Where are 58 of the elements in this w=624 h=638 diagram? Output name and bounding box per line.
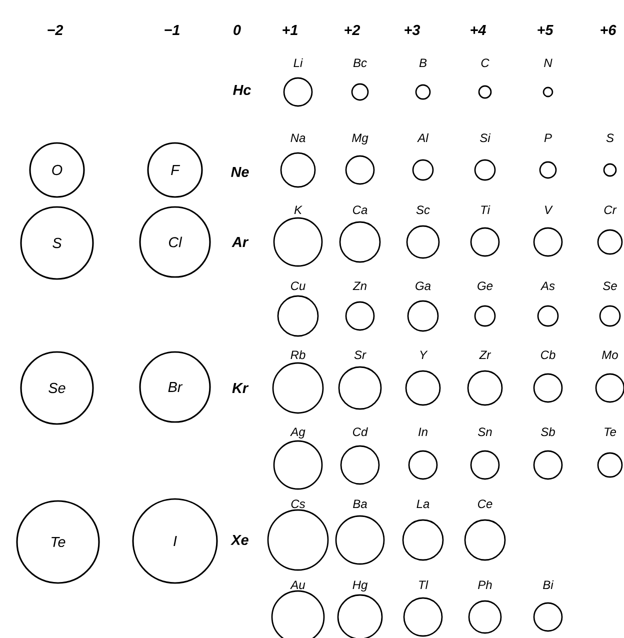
charge-heading: +4 xyxy=(470,25,486,35)
node-label: Ca xyxy=(352,206,368,214)
node-label: Ga xyxy=(416,282,431,290)
node-label: Se xyxy=(602,282,617,290)
node-label: Cb xyxy=(540,350,556,360)
node-label: In xyxy=(418,428,428,436)
node-label: Hg xyxy=(352,580,368,592)
node-label: Y xyxy=(420,350,428,360)
charge-heading: 0 xyxy=(234,24,241,36)
node-label: Zn xyxy=(352,282,366,290)
node-label: Ph xyxy=(478,580,492,589)
node-label: Al xyxy=(417,133,429,142)
node-label: Zr xyxy=(479,350,492,360)
node-label: La xyxy=(416,500,430,508)
node-label: V xyxy=(545,206,553,214)
node-label: Cd xyxy=(352,427,368,436)
node-label: Ce xyxy=(478,500,492,508)
charge-heading: +3 xyxy=(404,24,420,36)
node-label: Cr xyxy=(604,206,617,214)
element-label: Ne xyxy=(231,166,249,178)
element-label: Xe xyxy=(230,534,248,546)
node-label: Li xyxy=(294,58,303,68)
element-label: Hc xyxy=(233,84,251,96)
node-label: Ag xyxy=(290,428,306,438)
charge-heading: +6 xyxy=(600,24,616,36)
node-label: Sr xyxy=(354,350,366,360)
node-label: Ba xyxy=(353,500,367,508)
node-label: C xyxy=(481,58,490,68)
node-label: Bi xyxy=(543,580,554,589)
node-label: Sn xyxy=(478,428,492,436)
node-label: Si xyxy=(480,133,491,142)
node-label: P xyxy=(544,134,552,142)
node-label: As xyxy=(540,282,555,290)
charge-heading: −1 xyxy=(164,25,180,35)
node-label: K xyxy=(294,206,302,214)
element-label: Kr xyxy=(232,383,249,393)
node-label: Ti xyxy=(481,205,490,214)
charge-heading: +2 xyxy=(344,24,360,36)
element-label: Ar xyxy=(232,237,249,247)
node-label: Bc xyxy=(353,58,367,68)
charge-heading: +5 xyxy=(538,24,554,36)
node-label: Tl xyxy=(419,580,428,589)
node-label: Ge xyxy=(478,282,493,290)
node-label: S xyxy=(606,134,614,142)
node-label: Au xyxy=(290,580,306,590)
node-label: Rb xyxy=(290,350,306,360)
node-label: Cu xyxy=(290,282,306,290)
node-label: Mg xyxy=(352,134,368,144)
node-label: Sc xyxy=(416,206,430,214)
node-label: Te xyxy=(604,428,616,436)
node-label: Na xyxy=(290,134,306,142)
node-label: N xyxy=(544,58,552,68)
node-label: Mo xyxy=(602,350,618,360)
node-label: B xyxy=(419,58,427,68)
node-label: Cs xyxy=(291,500,306,508)
charge-heading: +1 xyxy=(282,25,298,35)
charge-heading: −2 xyxy=(48,24,64,36)
node-label: Sb xyxy=(541,427,555,436)
